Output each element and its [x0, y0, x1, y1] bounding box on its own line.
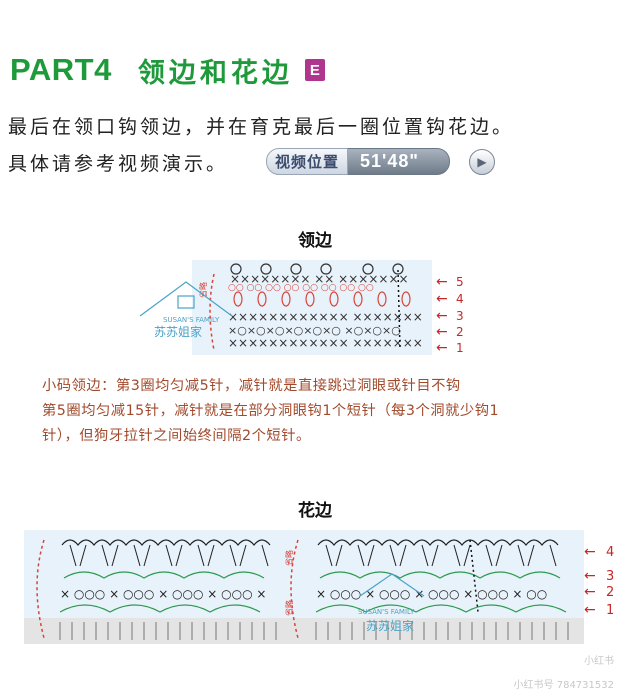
- lace-row-4-posts: [69, 544, 557, 567]
- lace-row-4-shells: [61, 539, 559, 546]
- svg-text:4: 4: [456, 292, 464, 306]
- collar-diagram-bg: [192, 260, 432, 355]
- collar-title: 领边: [298, 231, 332, 251]
- note-line-2: 第5圈均匀减15针，减针就是在部分洞眼钩1个短针（每3个洞就少钩1: [42, 403, 500, 419]
- collar-edge-dashes: [209, 273, 215, 351]
- svg-text:←: ←: [584, 568, 596, 584]
- collar-side-label: 省略: [198, 282, 208, 298]
- collar-watermark-cn: 苏苏姐家: [154, 324, 202, 339]
- svg-text:←: ←: [436, 340, 448, 356]
- lace-side-label-2: 省略: [284, 600, 294, 616]
- lace-watermark-en: SUSAN'S FAMILY: [358, 608, 415, 616]
- collar-picots: [230, 263, 404, 275]
- lace-row-numbers: 4 3 2 1: [606, 545, 614, 618]
- svg-text:←: ←: [584, 544, 596, 560]
- lace-row-1-chains: [59, 604, 567, 613]
- lace-watermark-cn: 苏苏姐家: [366, 618, 414, 633]
- video-position-button[interactable]: 视频位置 51'48" ▶: [266, 148, 496, 175]
- svg-text:←: ←: [584, 602, 596, 618]
- svg-text:←: ←: [436, 324, 448, 340]
- footer-watermark-1: 小红书: [584, 656, 614, 667]
- lace-diagram-bg: [24, 530, 584, 618]
- lace-join-line: [469, 539, 479, 613]
- svg-text:1: 1: [606, 603, 614, 618]
- lace-side-label-1: 省略: [284, 550, 294, 566]
- svg-text:3: 3: [606, 569, 614, 584]
- collar-row-numbers: 5 4 3 2 1: [456, 275, 464, 355]
- svg-text:4: 4: [606, 545, 614, 560]
- svg-text:5: 5: [456, 275, 464, 289]
- collar-row-3-text: ×××××××××××× ×××××××: [228, 310, 423, 324]
- lace-row-2-right: × ○○○ × ○○○ × ○○○ × ○○○ × ○○: [316, 587, 547, 601]
- collar-row-4-ovals: [233, 291, 411, 307]
- lace-watermark-logo: [359, 573, 425, 597]
- collar-row-5-text: ×××××××× ×× ×××××××: [230, 272, 409, 286]
- collar-row-arrows: ←←← ←←: [436, 274, 448, 356]
- note-line-3: 针），但狗牙拉针之间始终间隔2个短针。: [42, 428, 311, 444]
- collar-row-1-text: ×××××××××××× ×××××××: [228, 336, 423, 350]
- footer-watermark-2: 小红书号 784731532: [513, 680, 614, 691]
- note-line-1: 小码领边：第3圈均匀减5针，减针就是直接跳过洞眼或针目不钩: [42, 378, 461, 394]
- svg-text:←: ←: [584, 584, 596, 600]
- lace-row-3-chains: [63, 571, 561, 579]
- svg-text:←: ←: [436, 291, 448, 307]
- section-badge: E: [304, 59, 325, 81]
- collar-row-4b-text: ○○ ○○ ○○ ○○ ○○ ○○ ○○ ○○: [228, 283, 374, 293]
- part-label: PART4: [10, 52, 112, 87]
- section-title: 领边和花边: [137, 57, 293, 89]
- collar-watermark-en: SUSAN'S FAMILY: [163, 316, 220, 324]
- collar-watermark-logo: [139, 281, 233, 317]
- svg-text:2: 2: [456, 325, 464, 339]
- play-icon[interactable]: ▶: [469, 149, 495, 175]
- intro-line-1: 最后在领口钩领边，并在育克最后一圈位置钩花边。: [8, 116, 515, 138]
- video-position-label: 视频位置: [266, 148, 349, 175]
- intro-line-2: 具体请参考视频演示。: [8, 153, 229, 175]
- section-header: PART4 领边和花边 E: [10, 50, 325, 90]
- collar-row-1-stitches: ×××××××××××× ×××××××: [228, 336, 423, 350]
- lace-base-pins: [59, 622, 569, 640]
- collar-join-line: [397, 269, 401, 351]
- lace-row-2-left: × ○○○ × ○○○ × ○○○ × ○○○ ×: [60, 587, 266, 601]
- video-timestamp: 51'48": [348, 148, 450, 175]
- svg-text:3: 3: [456, 309, 464, 323]
- svg-text:←: ←: [436, 308, 448, 324]
- lace-base-band: [24, 618, 584, 644]
- svg-text:2: 2: [606, 585, 614, 600]
- size-note: 小码领边：第3圈均匀减5针，减针就是直接跳过洞眼或针目不钩 第5圈均匀减15针，…: [42, 374, 602, 449]
- collar-row-2-text: ×○×○×○×○×○×○ ×○×○×○: [228, 324, 401, 337]
- svg-text:1: 1: [456, 341, 464, 355]
- lace-row-arrows: ←←←←: [584, 544, 596, 618]
- lace-title: 花边: [298, 501, 332, 521]
- svg-text:←: ←: [436, 274, 448, 290]
